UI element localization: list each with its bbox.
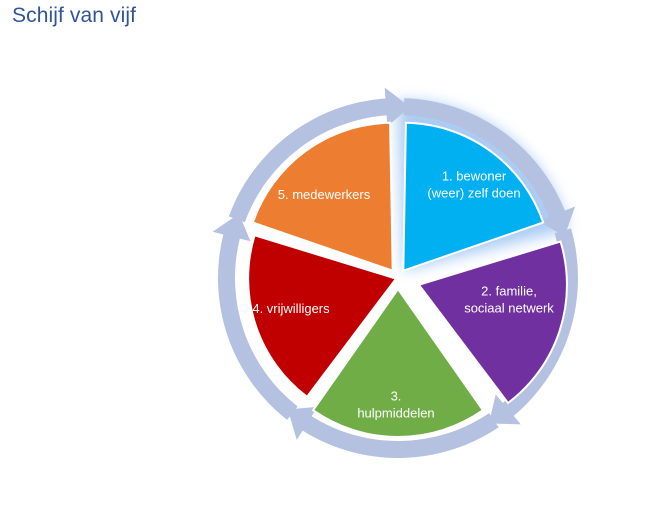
segment-label-medewerkers: 5. medewerkers xyxy=(278,187,371,202)
segment-label-hulpmiddelen: hulpmiddelen xyxy=(357,406,434,421)
page-title: Schijf van vijf xyxy=(12,4,137,27)
segment-hulpmiddelen xyxy=(311,287,485,438)
segment-label-vrijwilligers: 4. vrijwilligers xyxy=(252,301,330,316)
segment-familie xyxy=(417,240,568,405)
segment-label-bewoner: 1. bewoner xyxy=(442,169,507,184)
segment-vrijwilligers xyxy=(247,234,398,399)
segment-labels: 1. bewoner (weer) zelf doen 2. familie, soc… xyxy=(252,169,554,421)
segment-label-hulpmiddelen: 3. xyxy=(391,389,402,404)
cycle-arrow-1 xyxy=(403,98,576,237)
segment-bewoner xyxy=(402,121,545,273)
cycle-arrow-5 xyxy=(228,87,410,223)
segments xyxy=(247,121,568,438)
segment-label-familie: sociaal netwerk xyxy=(464,301,554,316)
segment-label-bewoner: (weer) zelf doen xyxy=(427,186,520,201)
cycle-arrow-4 xyxy=(212,213,298,420)
segment-label-familie: 2. familie, xyxy=(481,284,537,299)
segment-medewerkers xyxy=(251,121,394,273)
cycle-arrow-3 xyxy=(287,406,499,459)
